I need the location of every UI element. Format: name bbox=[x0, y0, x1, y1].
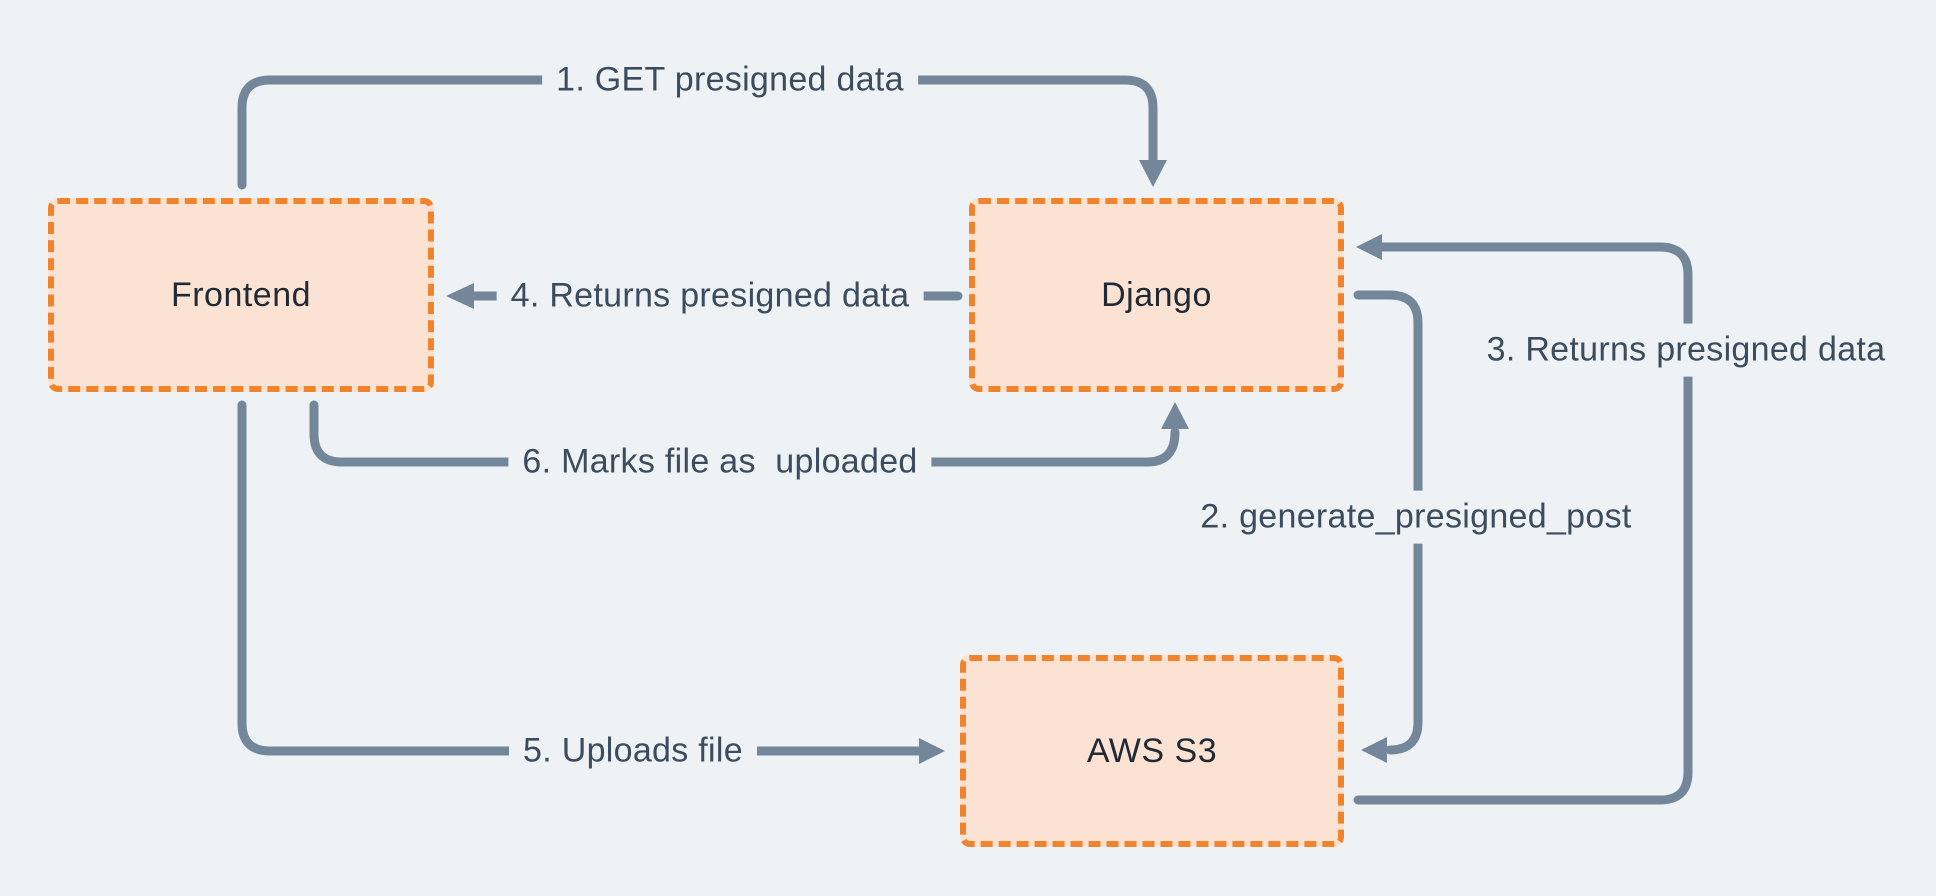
edge-1-arrowhead-icon bbox=[1139, 160, 1167, 187]
edge-label-4: 4. Returns presigned data bbox=[496, 269, 924, 323]
edge-6-arrowhead-icon bbox=[1161, 402, 1189, 429]
edge-label-2: 2. generate_presigned_post bbox=[1186, 490, 1646, 544]
node-aws-s3-label: AWS S3 bbox=[1086, 731, 1218, 770]
edge-3-line bbox=[1353, 242, 1693, 805]
edge-6-marks-file-as-uploaded bbox=[309, 400, 1189, 467]
edge-3-returns-presigned-data bbox=[1353, 234, 1693, 805]
node-aws-s3: AWS S3 bbox=[960, 655, 1344, 847]
edge-4-arrowhead-icon bbox=[446, 283, 474, 309]
node-frontend: Frontend bbox=[48, 198, 434, 392]
edge-label-3: 3. Returns presigned data bbox=[1472, 323, 1900, 377]
edge-label-5: 5. Uploads file bbox=[509, 724, 757, 778]
edge-3-arrowhead-icon bbox=[1356, 234, 1382, 260]
edge-2-generate-presigned-post bbox=[1353, 290, 1423, 763]
edge-5-uploads-file bbox=[237, 400, 945, 764]
node-django: Django bbox=[969, 198, 1344, 392]
edge-5-line bbox=[237, 400, 924, 756]
node-django-label: Django bbox=[1101, 275, 1212, 314]
edge-label-6: 6. Marks file as uploaded bbox=[508, 435, 932, 489]
edge-2-line bbox=[1353, 290, 1423, 755]
edge-label-1: 1. GET presigned data bbox=[542, 53, 918, 107]
node-frontend-label: Frontend bbox=[170, 275, 312, 314]
edge-6-line bbox=[309, 400, 1180, 467]
edge-2-arrowhead-icon bbox=[1361, 737, 1387, 763]
edge-5-arrowhead-icon bbox=[919, 738, 945, 764]
